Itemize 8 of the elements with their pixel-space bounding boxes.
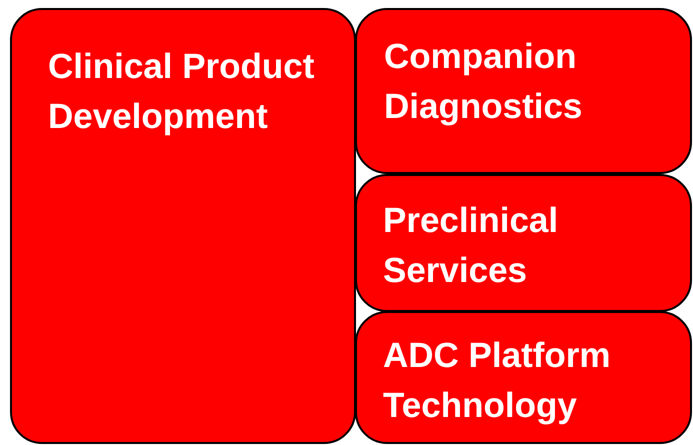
rounded-box bbox=[355, 8, 692, 174]
box-label: Clinical Product Development bbox=[48, 46, 316, 138]
box-label: Companion Diagnostics bbox=[384, 36, 584, 128]
rounded-box bbox=[355, 174, 692, 312]
rounded-box bbox=[10, 8, 356, 444]
box-label: ADC Platform Technology bbox=[383, 335, 612, 427]
box-label: Preclinical Services bbox=[383, 200, 560, 292]
rounded-box bbox=[355, 311, 692, 444]
